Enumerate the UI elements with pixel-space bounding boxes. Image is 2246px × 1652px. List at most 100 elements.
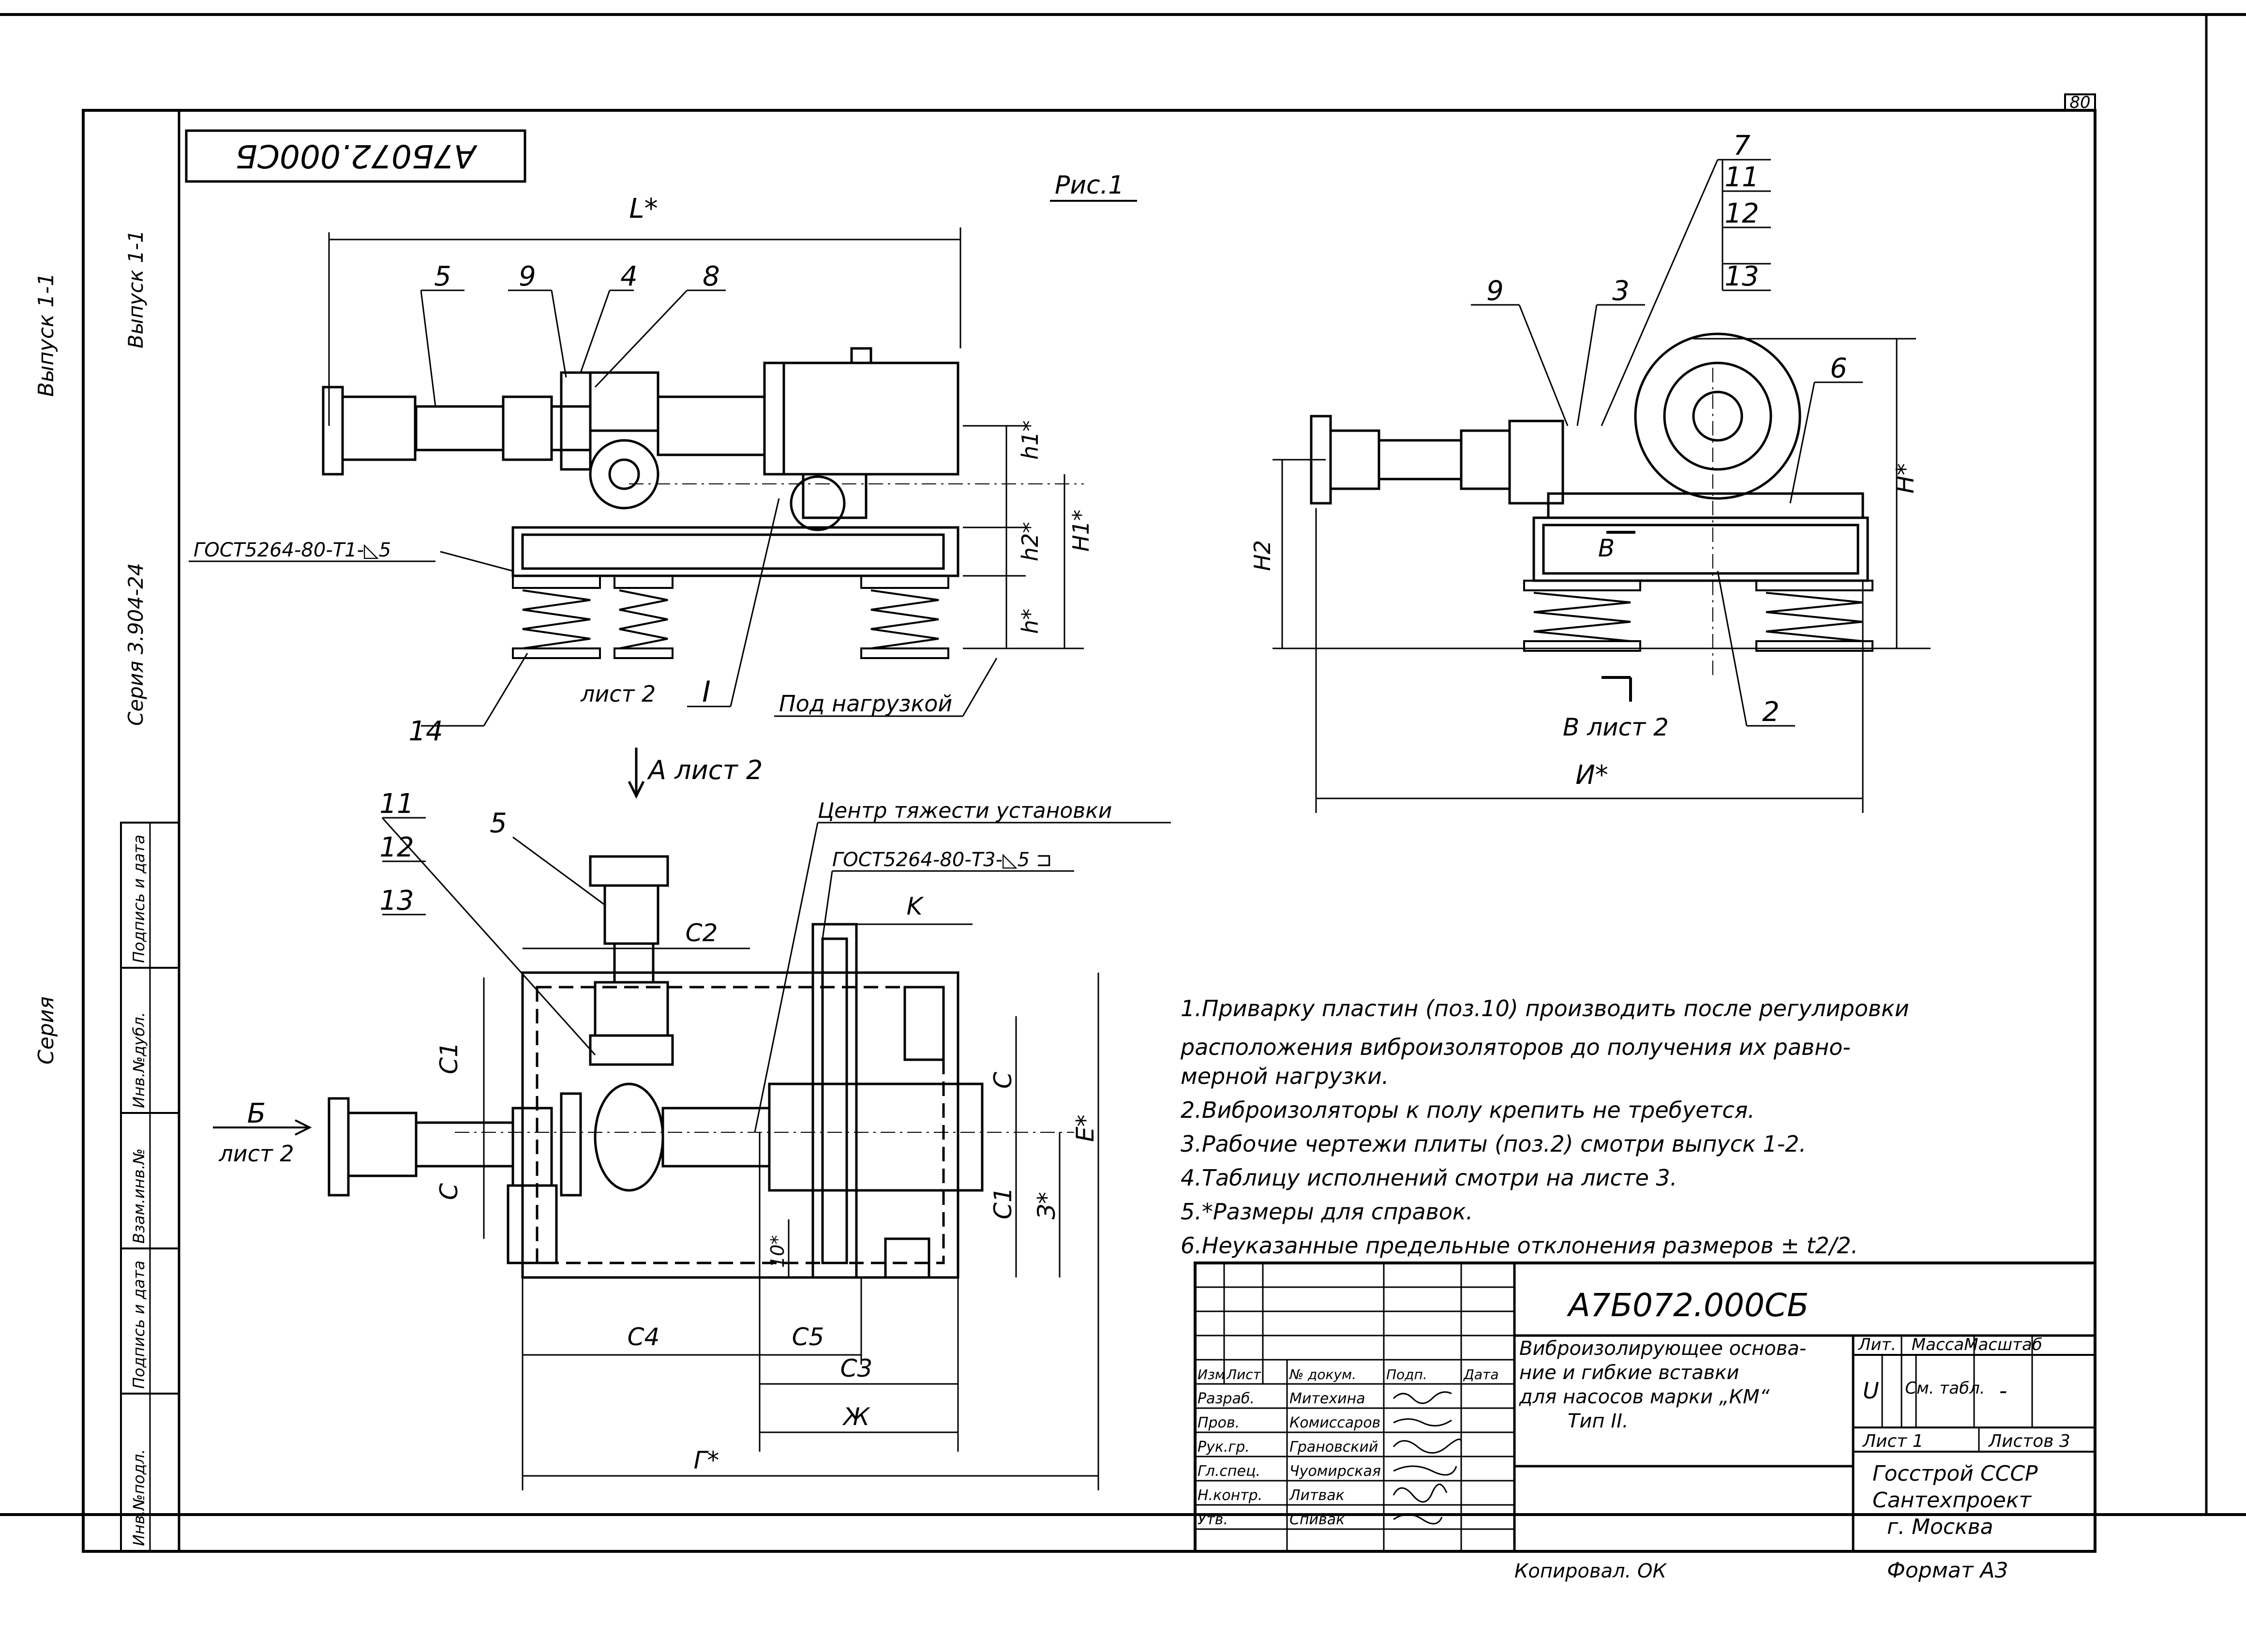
section-B-mark: В <box>1598 534 1615 562</box>
dim-h1: h1* <box>1017 421 1043 460</box>
pos-9-side: 9 <box>1486 275 1504 307</box>
section-B-ref: В лист 2 <box>1563 713 1669 741</box>
pos-8-front: 8 <box>703 261 720 292</box>
sheet-number: Лист 1 <box>1862 1431 1924 1451</box>
issue-text: Выпуск 1-1 <box>124 230 148 348</box>
role-3: Рук.гр. <box>1198 1439 1250 1456</box>
doc-code-box <box>185 129 526 183</box>
dim-H2: H2 <box>1249 540 1275 571</box>
ref-sheet-2-front: лист 2 <box>580 681 656 707</box>
view-B-letter: Б <box>247 1098 266 1129</box>
role-1: Разраб. <box>1198 1390 1255 1407</box>
format-label: Формат А3 <box>1887 1558 2008 1583</box>
front-view <box>189 227 1084 727</box>
org-line-1: Госстрой СССР <box>1872 1461 2038 1486</box>
scale-value: - <box>1999 1378 2007 1404</box>
mass-value: См. табл. <box>1905 1379 1985 1398</box>
note-line-7: 5.*Размеры для справок. <box>1181 1199 1473 1225</box>
signatures <box>1393 1391 1462 1525</box>
left-margin-series: Серия <box>34 996 59 1065</box>
dim-H: H* <box>1891 463 1919 494</box>
role-4: Гл.спец. <box>1198 1463 1260 1480</box>
center-of-gravity-label: Центр тяжести установки <box>818 798 1112 823</box>
scale-header: Масштаб <box>1964 1335 2042 1354</box>
page-number: 80 <box>2069 93 2090 112</box>
hdr-date: Дата <box>1463 1367 1499 1382</box>
weld-symbol-front: ГОСТ5264-80-Т1-◺5 <box>194 539 391 561</box>
title-block <box>1194 1262 2096 1553</box>
view-B-sheet: лист 2 <box>218 1141 294 1167</box>
pos-3-side: 3 <box>1612 275 1630 307</box>
dim-Z: З* <box>1033 1192 1061 1219</box>
dim-C1-right: C1 <box>989 1187 1017 1219</box>
note-line-2: расположения виброизоляторов до получени… <box>1180 1034 1851 1060</box>
name-4: Чуомирская <box>1289 1463 1381 1480</box>
pos-11-side: 11 <box>1724 162 1759 193</box>
note-line-8: 6.Неуказанные предельные отклонения разм… <box>1181 1232 1858 1259</box>
note-line-3: мерной нагрузки. <box>1181 1063 1389 1089</box>
copied-by: Копировал. ОК <box>1514 1560 1667 1582</box>
note-line-6: 4.Таблицу исполнений смотри на листе 3. <box>1181 1165 1677 1191</box>
dim-C1-left: C1 <box>435 1042 463 1074</box>
note-line-1: 1.Приварку пластин (поз.10) производить … <box>1181 995 1909 1021</box>
pos-14-front: 14 <box>408 716 443 747</box>
note-line-5: 3.Рабочие чертежи плиты (поз.2) смотри в… <box>1181 1131 1806 1157</box>
dim-h2: h2* <box>1017 522 1043 561</box>
dim-h: h* <box>1017 609 1043 634</box>
dim-C2: C2 <box>686 919 718 947</box>
pos-9-front: 9 <box>519 261 536 292</box>
role-6: Утв. <box>1198 1511 1228 1528</box>
under-load-label: Под нагрузкой <box>779 691 952 717</box>
title-line-4: Тип II. <box>1568 1410 1629 1432</box>
figure-caption: Рис.1 <box>1055 171 1124 200</box>
left-stamp <box>120 822 180 1552</box>
stamp-inv-dupl: Инв.№дубл. <box>130 1012 148 1108</box>
sheets-total: Листов 3 <box>1988 1431 2070 1451</box>
doc-code: А7Б072.000СБ <box>1567 1287 1809 1324</box>
detail-ref-I: I <box>702 675 711 709</box>
role-2: Пров. <box>1198 1414 1240 1431</box>
org-line-2: Сантехпроект <box>1872 1488 2032 1513</box>
pos-5-plan: 5 <box>490 808 507 839</box>
pos-12-side: 12 <box>1724 198 1759 229</box>
series-text: Серия 3.904-24 <box>124 563 148 726</box>
lit-value: U <box>1863 1378 1879 1404</box>
pos-13-plan: 13 <box>379 885 414 916</box>
dim-E: E* <box>1071 1114 1099 1142</box>
left-margin-issue: Выпуск 1-1 <box>34 273 59 397</box>
name-3: Грановский <box>1289 1439 1378 1456</box>
hdr-izm: Изм <box>1198 1367 1225 1382</box>
doc-code-rotated: А7Б072.000СБ <box>236 137 478 175</box>
dim-C-right: C <box>989 1072 1017 1089</box>
stamp-sign-date-2: Подпись и дата <box>130 835 148 963</box>
dim-Zh: Ж <box>842 1403 870 1431</box>
dim-C-left: C <box>435 1183 463 1200</box>
hdr-sign: Подп. <box>1386 1367 1427 1382</box>
name-5: Литвак <box>1289 1487 1345 1504</box>
mass-header: Масса <box>1912 1335 1964 1354</box>
pos-7-side: 7 <box>1733 130 1751 162</box>
dim-C4: C4 <box>628 1323 660 1351</box>
pos-4-front: 4 <box>620 261 638 292</box>
dim-C3: C3 <box>840 1354 873 1382</box>
dim-C5: C5 <box>792 1323 824 1351</box>
name-6: Спивак <box>1289 1511 1345 1528</box>
pos-13-side: 13 <box>1724 261 1759 292</box>
plan-view <box>213 748 1171 1490</box>
title-line-3: для насосов марки „КМ“ <box>1519 1386 1769 1408</box>
title-line-1: Виброизолирующее основа- <box>1519 1337 1806 1360</box>
weld-symbol-plan: ГОСТ5264-80-Т3-◺5 ⊐ <box>832 849 1052 871</box>
name-1: Митехина <box>1289 1390 1365 1407</box>
lit-header: Лит. <box>1857 1335 1896 1354</box>
pos-11-plan: 11 <box>379 788 414 820</box>
pos-2-side: 2 <box>1762 696 1780 728</box>
role-5: Н.контр. <box>1198 1487 1262 1504</box>
dim-I: И* <box>1575 760 1608 790</box>
title-line-2: ние и гибкие вставки <box>1519 1362 1739 1384</box>
pos-6-side: 6 <box>1830 353 1847 384</box>
dim-L: L* <box>629 193 658 225</box>
notes: 1.Приварку пластин (поз.10) производить … <box>1180 995 1909 1259</box>
dim-K: K <box>907 892 925 920</box>
org-line-3: г. Москва <box>1887 1515 1993 1539</box>
